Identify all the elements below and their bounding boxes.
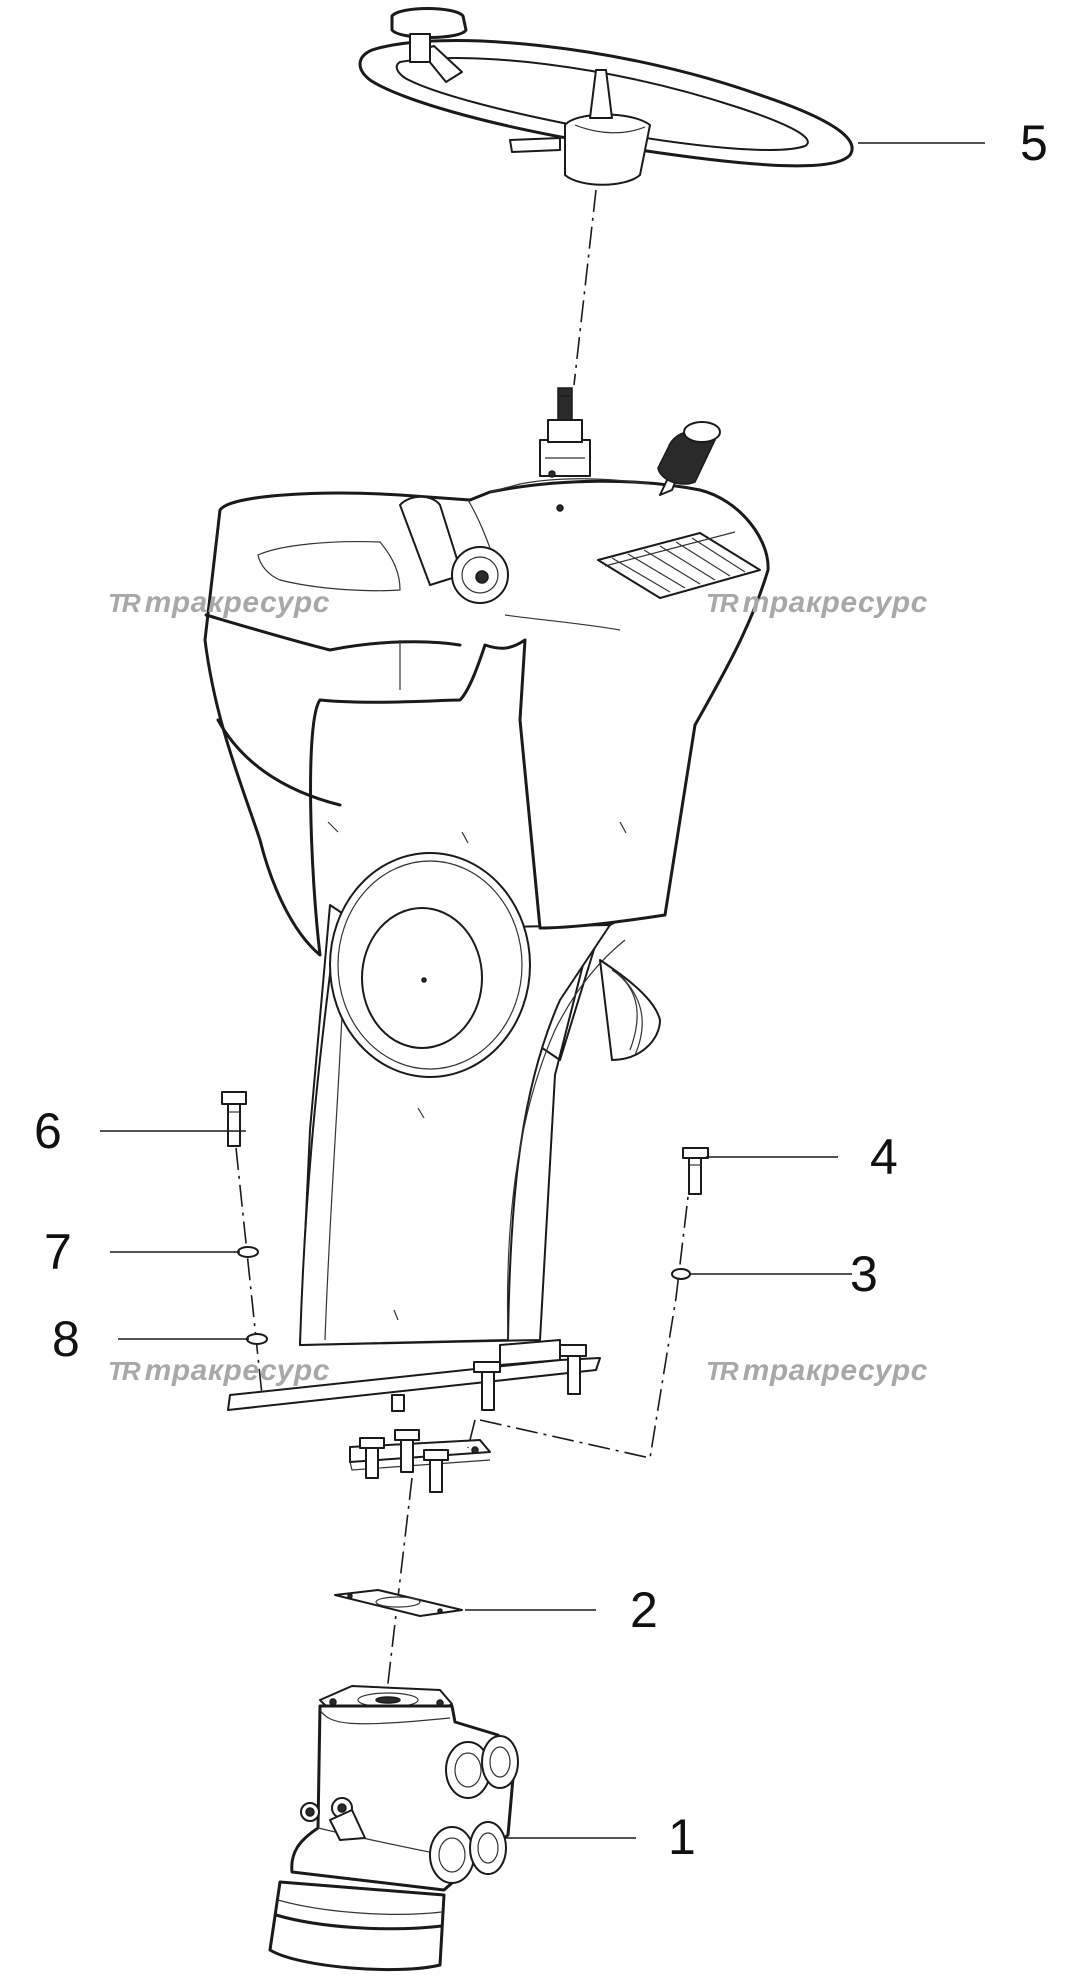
watermark-logo: TR [108, 1356, 141, 1386]
gasket-icon [334, 1589, 463, 1617]
bolt-icon [559, 1344, 587, 1395]
watermark-text: тракресурс [144, 586, 330, 619]
bolt-icon [682, 1147, 709, 1195]
callout-4: 4 [870, 1129, 898, 1185]
watermark-logo: TR [706, 1356, 739, 1386]
callout-7: 7 [44, 1224, 72, 1280]
bolt-icon [221, 1091, 247, 1147]
watermark-logo: TR [108, 588, 141, 618]
steering-column-housing-icon [203, 387, 770, 1412]
watermark-text: тракресурс [144, 1354, 330, 1387]
washer-icon [671, 1268, 691, 1280]
watermark-logo: TR [706, 588, 739, 618]
callout-5: 5 [1020, 115, 1048, 171]
callout-1: 1 [668, 1809, 696, 1865]
washer-icon [246, 1333, 268, 1345]
washer-icon [237, 1246, 259, 1258]
watermark-text: тракресурс [742, 586, 928, 619]
callout-8: 8 [52, 1311, 80, 1367]
bolt-icon [473, 1361, 501, 1411]
steering-wheel-icon [358, 7, 854, 186]
callout-3: 3 [850, 1246, 878, 1302]
callout-6: 6 [34, 1103, 62, 1159]
callout-2: 2 [630, 1582, 658, 1638]
bolt-icon [423, 1449, 449, 1493]
bolt-icon [359, 1437, 385, 1479]
hydraulic-steering-unit-icon [268, 1685, 519, 1972]
watermark-text: тракресурс [742, 1354, 928, 1387]
bolt-icon [394, 1429, 420, 1473]
